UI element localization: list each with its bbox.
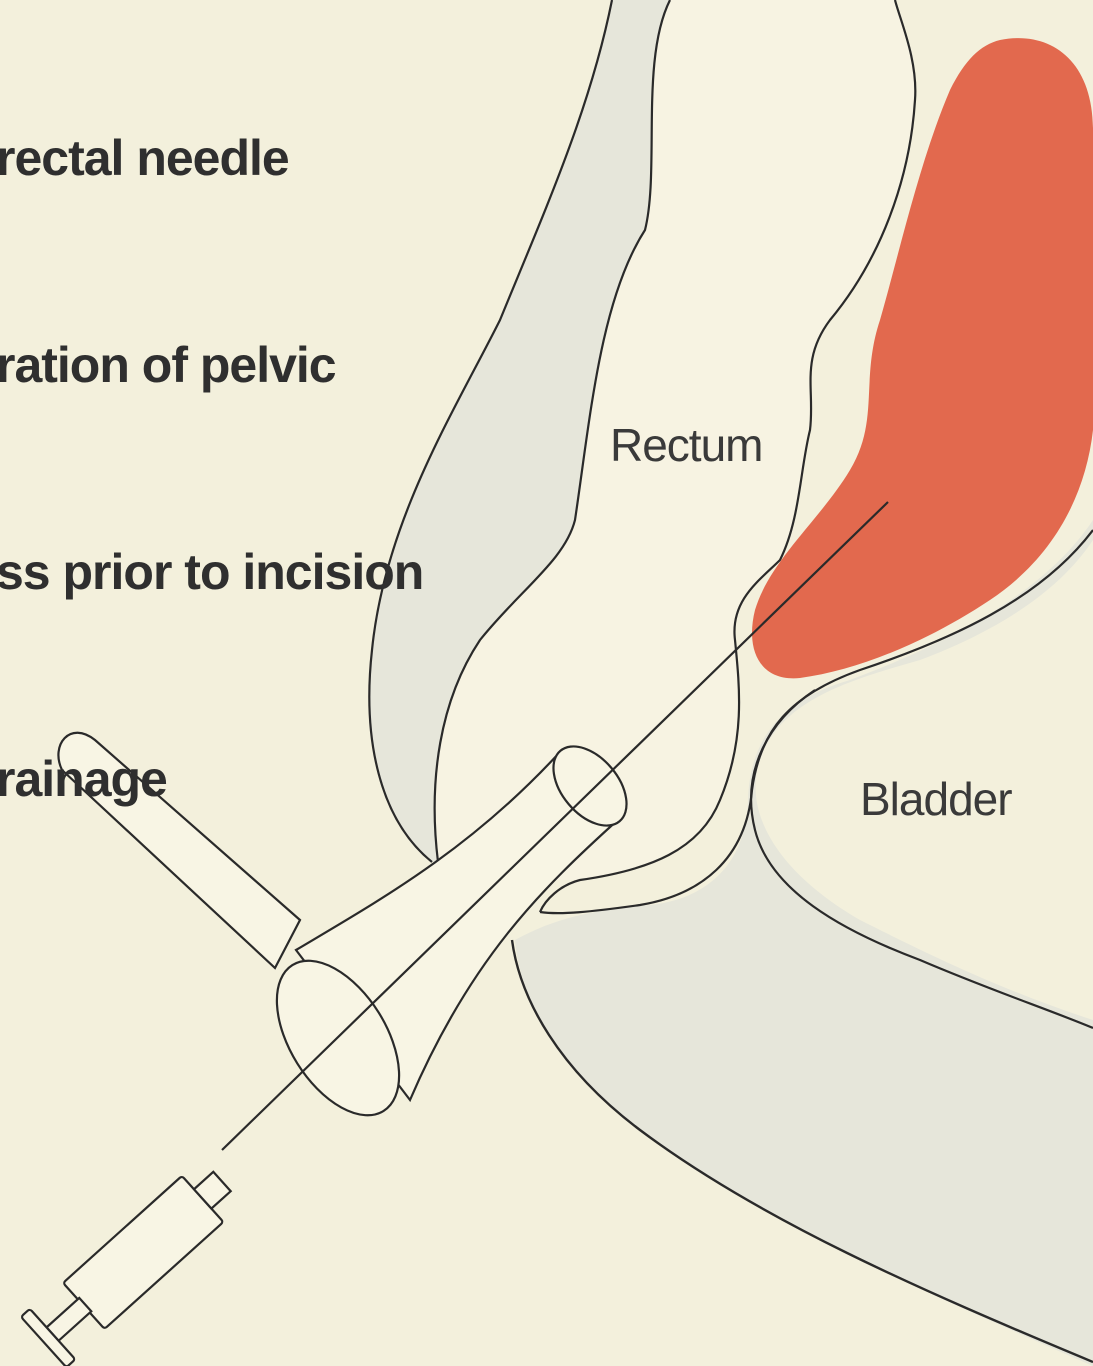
caption-line-4: rainage (0, 745, 423, 814)
syringe (21, 1156, 245, 1366)
caption-line-3: ss prior to incision (0, 538, 423, 607)
rectum-label: Rectum (610, 418, 762, 472)
caption-line-1: rectal needle (0, 124, 423, 193)
figure-caption: rectal needle ration of pelvic ss prior … (0, 0, 423, 883)
caption-line-2: ration of pelvic (0, 331, 423, 400)
bladder-label: Bladder (860, 772, 1012, 826)
